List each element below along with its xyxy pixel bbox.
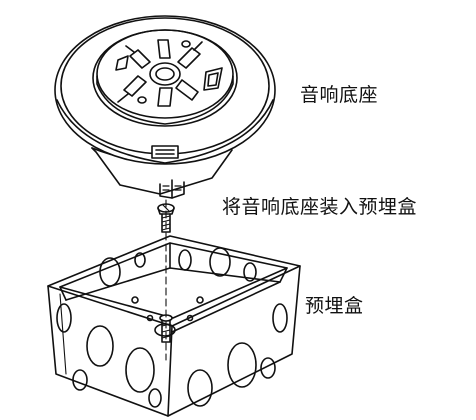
sounder-base-drawing [54, 15, 276, 199]
install-instruction-label: 将音响底座装入预埋盒 [222, 196, 418, 218]
backbox-label: 预埋盒 [305, 295, 364, 317]
sounder-base-label: 音响底座 [300, 84, 379, 106]
backbox-drawing [47, 235, 301, 417]
